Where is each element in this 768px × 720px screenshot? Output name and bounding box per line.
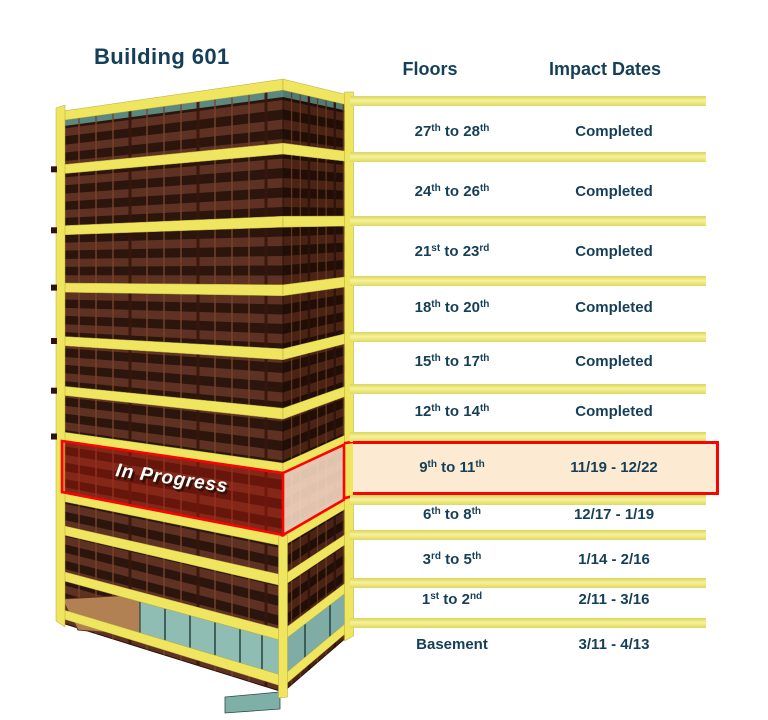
table-row: 18th to 20th Completed [0,296,768,320]
floor-separator-band [350,152,706,162]
table-row: 15th to 17th Completed [0,350,768,374]
table-row: 27th to 28th Completed [0,120,768,144]
basement-glass [224,691,281,714]
table-row: Basement 3/11 - 4/13 [0,633,768,657]
table-row: 6th to 8th 12/17 - 1/19 [0,503,768,527]
impact-dates-cell: 2/11 - 3/16 [578,591,650,608]
floors-cell: 3rd to 5th [422,551,482,568]
impact-dates-cell: 12/17 - 1/19 [573,506,655,523]
column-header-impact-dates: Impact Dates [548,59,662,79]
table-row: 24th to 26th Completed [0,180,768,204]
floor-separator-band [350,618,706,628]
floors-cell: 18th to 20th [414,299,490,316]
page-title: Building 601 [94,44,230,69]
impact-dates-cell: 11/19 - 12/22 [570,459,658,476]
floor-separator-band [350,332,706,342]
floor-separator-band [350,432,706,442]
table-row: 1st to 2nd 2/11 - 3/16 [0,588,768,612]
table-row-in-progress: 9th to 11th 11/19 - 12/22 [0,456,768,480]
floor-separator-band [350,384,706,394]
impact-dates-cell: Completed [575,403,653,420]
floors-cell: Basement [416,636,488,653]
table-row: 3rd to 5th 1/14 - 2/16 [0,548,768,572]
floor-separator-band [350,96,706,106]
floors-cell: 21st to 23rd [414,243,490,260]
floor-separator-band [350,530,706,540]
floor-separator-band [350,216,706,226]
impact-dates-cell: Completed [575,353,653,370]
floor-separator-band [350,276,706,286]
impact-dates-cell: 1/14 - 2/16 [578,551,650,568]
in-progress-band-side [281,442,346,538]
column-header-floors: Floors [402,59,458,79]
highlight-row-background [353,441,719,495]
floors-cell: 6th to 8th [422,506,482,523]
impact-dates-cell: Completed [575,299,653,316]
table-row: 12th to 14th Completed [0,400,768,424]
impact-dates-cell: Completed [575,183,653,200]
floor-separator-band [350,578,706,588]
floors-cell: 1st to 2nd [421,591,483,608]
floors-cell: 9th to 11th [419,459,485,476]
impact-dates-cell: 3/11 - 4/13 [578,636,650,653]
impact-dates-cell: Completed [575,123,653,140]
floors-cell: 15th to 17th [414,353,490,370]
impact-dates-cell: Completed [575,243,653,260]
floors-cell: 27th to 28th [414,123,490,140]
floor-separator-band [350,495,706,505]
corner-frame-edge [278,534,288,699]
floors-cell: 12th to 14th [414,403,490,420]
left-frame-edge [55,104,66,628]
table-row: 21st to 23rd Completed [0,240,768,264]
floors-cell: 24th to 26th [414,183,490,200]
